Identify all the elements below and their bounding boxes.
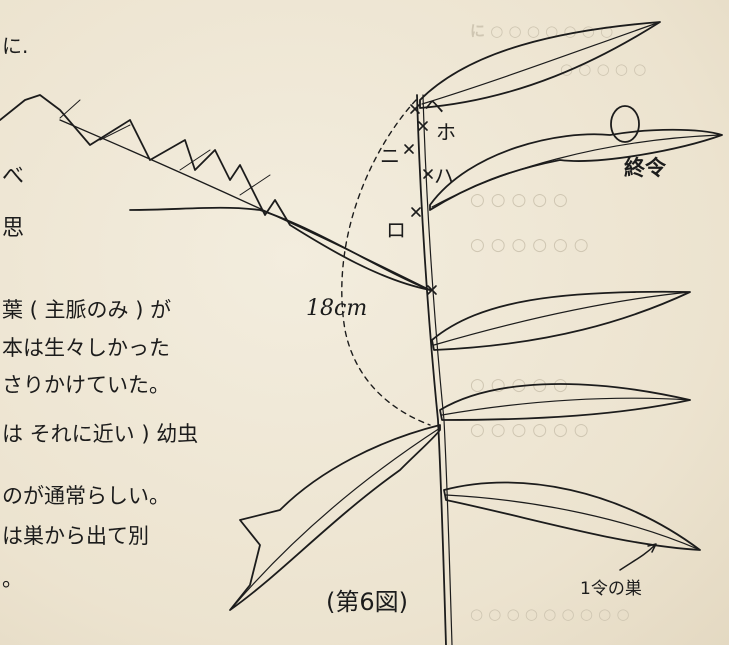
- leaf-rolled: [429, 128, 723, 211]
- main-stem: [416, 94, 447, 645]
- body-text-line: さりかけていた。: [2, 373, 170, 397]
- rolled-leaf-tip: [610, 105, 640, 143]
- leaf-lower-right: [439, 383, 691, 421]
- x-mark-ho: [418, 121, 428, 131]
- nest-arrow: [619, 543, 657, 571]
- length-label: 18cm: [306, 296, 368, 321]
- bleed-through-text: ○ ○ ○ ○ ○ ○ ○ ○ ○: [470, 605, 630, 623]
- x-marks: [404, 104, 437, 295]
- leaf-vein: [99, 124, 131, 141]
- body-text-line: は それに近い ) 幼虫: [2, 422, 199, 446]
- body-text-line: 。: [2, 567, 23, 591]
- leaf-eaten-lower-left: [229, 424, 441, 611]
- body-text-line: は巣から出て別: [2, 524, 149, 548]
- leaf-vein: [179, 149, 211, 171]
- body-text-line: のが通常らしい。: [2, 484, 170, 508]
- body-text-line: 葉 ( 主脈のみ ) が: [2, 298, 172, 322]
- body-text-line: べ: [2, 164, 25, 189]
- leaf-eaten-upper-left-lower-edge: [129, 206, 431, 291]
- leaf-mid-right-midrib: [433, 291, 691, 346]
- x-mark-ro: [411, 207, 421, 217]
- leaf-rolled-midrib: [431, 134, 721, 208]
- marker-he-label: ヘ: [424, 94, 444, 118]
- measurement-dashed-line: [341, 99, 431, 426]
- leaf-top-midrib: [421, 21, 661, 105]
- bleed-through-text: ○ ○ ○ ○ ○ ○: [470, 235, 589, 255]
- nest-label: 1令の巣: [580, 579, 642, 599]
- leaf-mid-right: [431, 290, 691, 351]
- leaf-lower-right-midrib: [441, 397, 691, 416]
- x-mark-ha: [423, 169, 433, 179]
- body-text-line: 思: [2, 216, 25, 241]
- leaf-bottom-right-midrib: [445, 494, 701, 551]
- marker-ha-label: ハ: [434, 164, 454, 188]
- final-instar-label: 終令: [624, 156, 666, 180]
- x-mark-lower: [427, 285, 437, 295]
- leaf-bottom-right: [443, 481, 701, 551]
- bleed-through-text: ○ ○ ○ ○ ○: [470, 190, 568, 210]
- x-mark-he: [410, 104, 420, 114]
- leaf-vein: [239, 174, 271, 196]
- marker-ho-label: ホ: [436, 120, 456, 144]
- leaf-eaten-upper-left: [0, 94, 431, 291]
- x-mark-ni: [404, 144, 414, 154]
- bleed-through-text: に ○ ○ ○ ○ ○ ○ ○: [470, 22, 614, 40]
- main-stem-edge: [422, 94, 453, 645]
- bleed-through-text: ○ ○ ○ ○ ○ ○: [470, 420, 589, 440]
- figure-caption: (第6図): [326, 588, 408, 616]
- body-text-line: に.: [2, 34, 29, 58]
- marker-ro-label: ロ: [386, 218, 406, 242]
- leaf-vein: [59, 99, 81, 119]
- leaf-eaten-lower-left-midrib: [231, 427, 441, 609]
- leaf-eaten-midrib: [59, 119, 431, 291]
- body-text-line: 本は生々しかった: [2, 336, 170, 360]
- marker-ni-label: ニ: [380, 144, 400, 168]
